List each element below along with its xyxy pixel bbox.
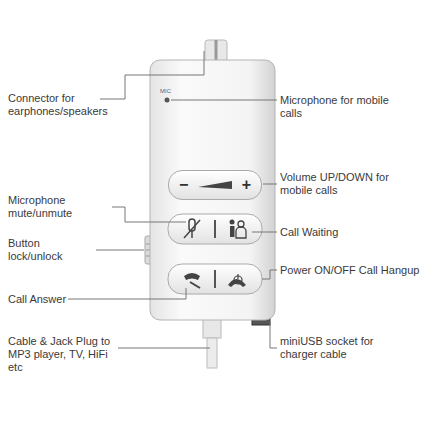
callout-label: Volume UP/DOWN for mobile calls: [280, 171, 420, 197]
callout-label: Button lock/unlock: [8, 237, 96, 263]
callout-label: Cable & Jack Plug to MP3 player, TV, HiF…: [8, 335, 118, 374]
plus-sign: +: [242, 176, 251, 194]
callout-label: Microphone mute/unmute: [8, 194, 112, 220]
callout-label: Connector for earphones/speakers: [8, 92, 100, 118]
volume-button: −+: [168, 170, 262, 200]
callout-label: miniUSB socket for charger cable: [280, 335, 400, 361]
callout-label: Power ON/OFF Call Hangup: [280, 264, 420, 277]
callout-label: Call Answer: [8, 293, 68, 306]
callout-label: Call Waiting: [280, 226, 400, 239]
minus-sign: −: [179, 176, 188, 194]
callout-label: Microphone for mobile calls: [280, 94, 400, 120]
mic-mark: MIC: [160, 88, 171, 94]
device-body: MIC−+: [150, 60, 275, 320]
